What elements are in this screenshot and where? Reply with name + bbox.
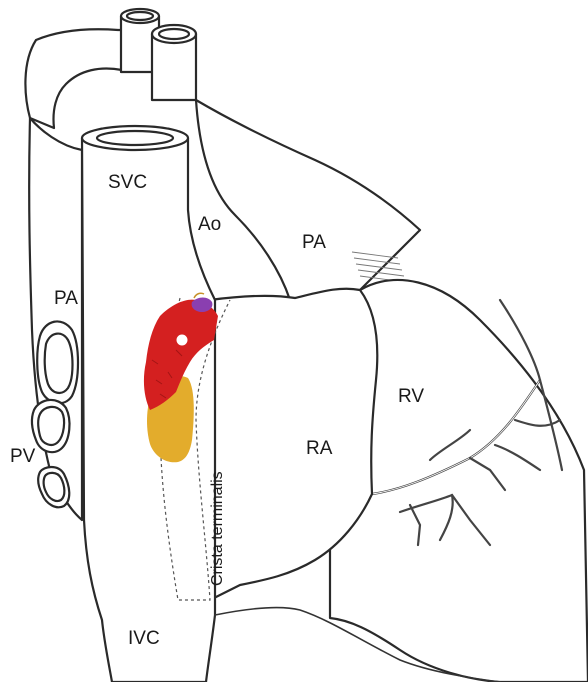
aortic-arch-branches bbox=[25, 9, 196, 128]
label-pa-right: PA bbox=[302, 232, 326, 253]
svc-opening-inner bbox=[97, 131, 173, 145]
pulmonary-artery bbox=[196, 100, 420, 300]
label-crista-terminalis: Crista terminalis bbox=[209, 471, 226, 586]
label-pv: PV bbox=[10, 446, 36, 467]
label-pa-left: PA bbox=[54, 288, 78, 309]
label-ra: RA bbox=[306, 438, 333, 459]
label-rv: RV bbox=[398, 386, 424, 407]
activation-origin-dot bbox=[176, 334, 188, 346]
label-ao: Ao bbox=[198, 214, 221, 235]
label-svc: SVC bbox=[108, 172, 147, 193]
label-ivc: IVC bbox=[128, 628, 160, 649]
left-heart-body bbox=[29, 118, 82, 520]
